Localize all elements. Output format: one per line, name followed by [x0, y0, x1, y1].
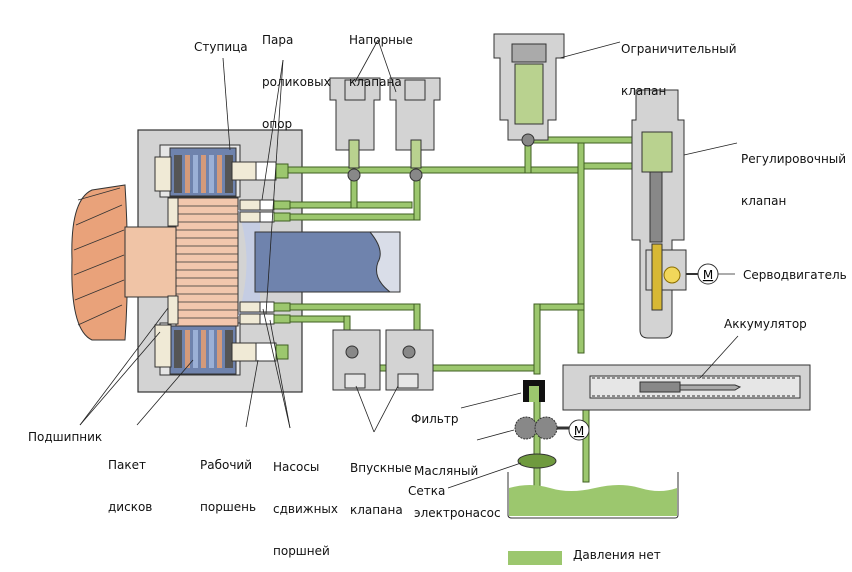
legend-label-no-pressure: Давления нет	[573, 548, 661, 562]
roller-bearing-top	[167, 197, 179, 227]
oil-electric-pump	[514, 416, 590, 441]
pump-motor-icon	[568, 419, 590, 441]
label-line: Сетка	[408, 484, 446, 498]
label-line: Регулировочный	[741, 152, 847, 166]
label-line: Пара	[262, 33, 294, 47]
legend-swatch-no-pressure	[508, 551, 562, 565]
label-shift-piston-pumps: Насосы сдвижных поршней	[273, 432, 338, 572]
label-line: Пакет	[108, 458, 146, 472]
oil-tank	[507, 472, 679, 519]
label-roller-bearings: Пара роликовых опор	[262, 5, 331, 145]
label-line: Насосы	[273, 460, 320, 474]
limiting-valve	[493, 33, 565, 147]
pressure-valve-2	[389, 77, 441, 182]
leader-lines	[79, 39, 739, 489]
label-line: сдвижных	[273, 502, 338, 516]
disc-pack-top	[169, 147, 237, 197]
intake-valve-2	[385, 329, 434, 391]
label-filter: Фильтр	[411, 412, 458, 426]
label-line: Подшипник	[28, 430, 103, 444]
servomotor-symbol: M	[703, 268, 713, 282]
label-line: опор	[262, 117, 293, 131]
label-hub: Ступица	[194, 40, 248, 54]
label-line: роликовых	[262, 75, 331, 89]
label-line: Ограничительный	[621, 42, 737, 56]
label-pressure-valves: Напорные клапана	[349, 5, 413, 103]
label-line: поршней	[273, 544, 330, 558]
pump-motor-symbol: M	[574, 424, 584, 438]
pressure-valve-1	[329, 77, 381, 182]
label-screen: Сетка	[408, 484, 445, 498]
label-control-valve: Регулировочный клапан	[741, 124, 846, 222]
label-line: поршень	[200, 500, 257, 514]
label-line: клапана	[349, 75, 402, 89]
label-hub-text: Ступица	[194, 40, 248, 54]
screen	[517, 453, 557, 469]
label-line: Серводвигатель	[743, 268, 847, 282]
bearing-bottom	[154, 324, 172, 368]
label-bearing: Подшипник	[28, 430, 102, 444]
label-line: электронасос	[414, 506, 501, 520]
label-line: дисков	[108, 500, 153, 514]
label-line: Фильтр	[411, 412, 459, 426]
label-limiting-valve: Ограничительный клапан	[621, 14, 737, 112]
bevel-gear	[71, 184, 181, 341]
label-line: Рабочий	[200, 458, 253, 472]
label-working-piston: Рабочий поршень	[200, 430, 256, 528]
label-line: клапан	[741, 194, 787, 208]
label-line: Масляный	[414, 464, 479, 478]
label-line: Аккумулятор	[724, 317, 807, 331]
label-line: Напорные	[349, 33, 413, 47]
filter	[523, 380, 545, 402]
accumulator	[562, 364, 811, 411]
control-valve	[631, 89, 687, 339]
hub	[175, 197, 239, 327]
label-line: клапан	[621, 84, 667, 98]
output-shaft	[238, 210, 401, 316]
disc-pack-bottom	[169, 325, 237, 375]
roller-bearing-bottom	[167, 295, 179, 325]
label-servomotor: Серводвигатель	[743, 268, 847, 282]
label-oil-pump: Масляный электронасос	[414, 436, 501, 534]
label-line: клапана	[350, 503, 403, 517]
label-accumulator: Аккумулятор	[724, 317, 807, 331]
label-disc-pack: Пакет дисков	[108, 430, 152, 528]
label-line: Впускные	[350, 461, 412, 475]
bearing-top	[154, 156, 172, 192]
label-intake-valves: Впускные клапана	[350, 433, 412, 531]
intake-valve-1	[332, 329, 381, 391]
